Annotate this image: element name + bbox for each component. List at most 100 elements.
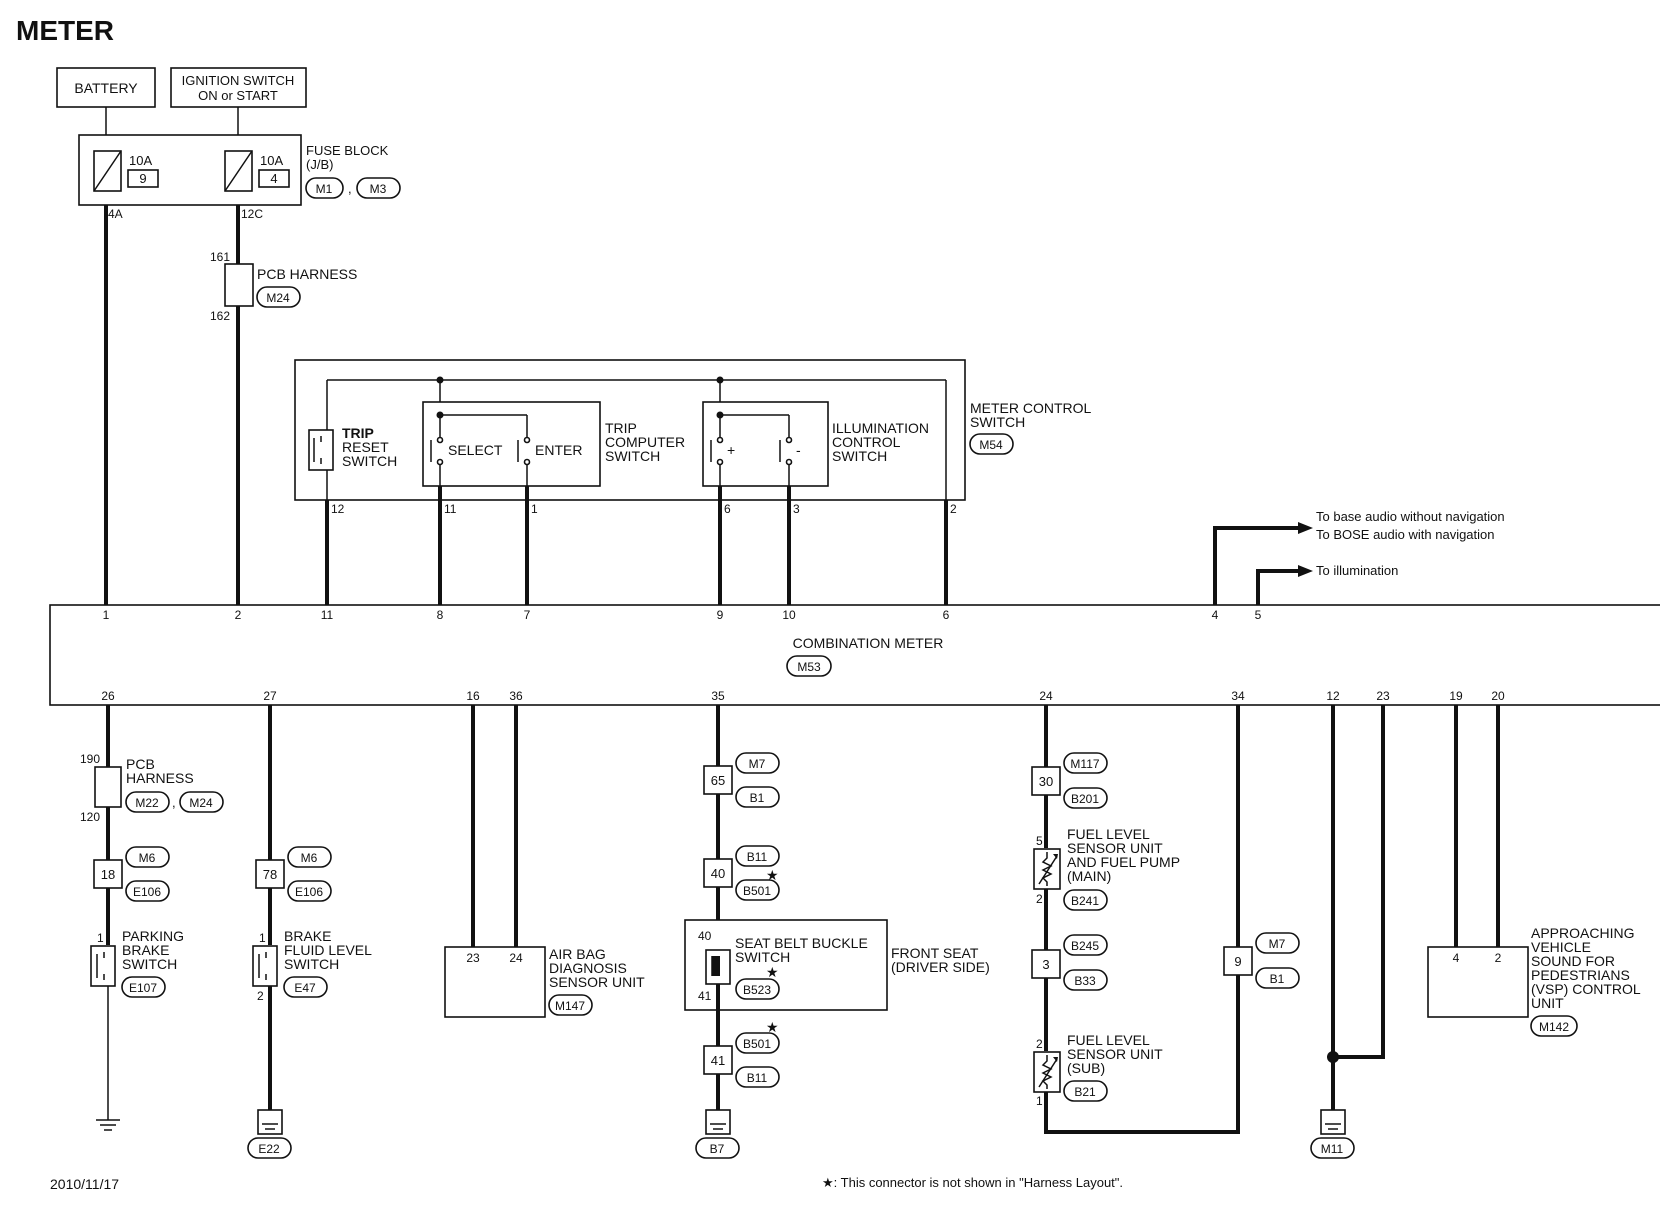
trip-reset-label-2: RESET xyxy=(342,439,389,455)
connector-40-tag-bottom: B501 xyxy=(743,884,771,898)
audio-output-arrow: To base audio without navigation To BOSE… xyxy=(1213,509,1505,605)
fuel-level-sensor-sub: 2 1 FUEL LEVEL SENSOR UNIT (SUB) B21 xyxy=(1033,1032,1163,1108)
pcb-bottom-pin-b: 120 xyxy=(80,810,100,824)
fuel-main-label-4: (MAIN) xyxy=(1067,868,1111,884)
brake-fluid-label-2: FLUID LEVEL xyxy=(284,942,372,958)
body-ground-icon xyxy=(96,1119,120,1131)
vsp-label-6: UNIT xyxy=(1531,995,1564,1011)
vsp-label-2: VEHICLE xyxy=(1531,939,1591,955)
connector-tag-m147: M147 xyxy=(555,999,585,1013)
vsp-label-4: PEDESTRIANS xyxy=(1531,967,1630,983)
airbag-pin-24: 24 xyxy=(509,951,523,965)
connector-3-tag-top: B245 xyxy=(1071,939,1099,953)
parking-brake-pin: 1 xyxy=(97,931,104,945)
fuel-sub-label-1: FUEL LEVEL xyxy=(1067,1032,1150,1048)
ignition-switch-box: IGNITION SWITCH ON or START xyxy=(170,67,307,108)
pcb-bottom-label-2: HARNESS xyxy=(126,770,194,786)
connector-78-pin: 78 xyxy=(263,867,277,882)
meter-pin-23: 23 xyxy=(1376,689,1390,703)
connector-9-pin: 9 xyxy=(1234,954,1241,969)
seatbelt-pin-40: 40 xyxy=(698,929,712,943)
vsp-pin-2: 2 xyxy=(1495,951,1502,965)
battery-label: BATTERY xyxy=(74,80,138,96)
front-seat-driver-side: 40 41 SEAT BELT BUCKLE SWITCH ★ B523 FRO… xyxy=(684,919,990,1011)
mcs-pin-1: 1 xyxy=(531,502,538,516)
seatbelt-pin-41: 41 xyxy=(698,989,712,1003)
mcs-pin-2: 2 xyxy=(950,502,957,516)
meter-pin-27: 27 xyxy=(263,689,277,703)
airbag-diagnosis-sensor-unit: 23 24 AIR BAG DIAGNOSIS SENSOR UNIT M147 xyxy=(444,946,645,1018)
connector-40: 40 B11 ★ B501 xyxy=(703,845,780,901)
meter-pin-1: 1 xyxy=(103,608,110,622)
meter-pin-12: 12 xyxy=(1326,689,1340,703)
ground-m11-tag: M11 xyxy=(1321,1142,1344,1156)
illumination-output-arrow: To illumination xyxy=(1256,563,1398,605)
meter-pin-24: 24 xyxy=(1039,689,1053,703)
pcb-bottom-label-1: PCB xyxy=(126,756,155,772)
parking-brake-label-1: PARKING xyxy=(122,928,184,944)
pcb-harness-bottom: 190 120 PCB HARNESS M22 , M24 xyxy=(80,752,224,824)
connector-41-pin: 41 xyxy=(711,1053,725,1068)
mcs-pin-6: 6 xyxy=(724,502,731,516)
front-seat-label-2: (DRIVER SIDE) xyxy=(891,959,990,975)
plus-label: + xyxy=(727,442,735,458)
vsp-control-unit: 4 2 APPROACHING VEHICLE SOUND FOR PEDEST… xyxy=(1427,925,1641,1037)
page-title: METER xyxy=(16,15,114,46)
connector-78-tag-bottom: E106 xyxy=(295,885,323,899)
seatbelt-label-1: SEAT BELT BUCKLE xyxy=(735,935,868,951)
fuse-block-jb-label: (J/B) xyxy=(306,157,333,172)
pcb-harness-top-label: PCB HARNESS xyxy=(257,266,357,282)
connector-65: 65 M7 B1 xyxy=(703,752,780,808)
vsp-label-1: APPROACHING xyxy=(1531,925,1634,941)
connector-78: 78 M6 E106 xyxy=(255,846,332,902)
combination-meter-label: COMBINATION METER xyxy=(793,635,944,651)
meter-pin-2: 2 xyxy=(235,608,242,622)
illumination-label-2: CONTROL xyxy=(832,434,901,450)
meter-pin-7: 7 xyxy=(524,608,531,622)
connector-41-star: ★ xyxy=(766,1019,779,1035)
meter-control-label-2: SWITCH xyxy=(970,414,1025,430)
seatbelt-star: ★ xyxy=(766,964,779,980)
meter-pin-35: 35 xyxy=(711,689,725,703)
fuse2-amp: 10A xyxy=(260,153,283,168)
fuel-main-label-2: SENSOR UNIT xyxy=(1067,840,1163,856)
connector-65-pin: 65 xyxy=(711,773,725,788)
connector-tag-m24-top: M24 xyxy=(266,291,290,305)
connector-65-tag-bottom: B1 xyxy=(750,791,765,805)
connector-tag-e47: E47 xyxy=(294,981,316,995)
meter-pin-26: 26 xyxy=(101,689,115,703)
meter-control-switch: TRIP RESET SWITCH SELECT ENTER TRIP COMP… xyxy=(294,359,1092,516)
battery-box: BATTERY xyxy=(56,67,156,108)
connector-tag-b21: B21 xyxy=(1074,1085,1096,1099)
meter-pin-20: 20 xyxy=(1491,689,1505,703)
trip-computer-label-1: TRIP xyxy=(605,420,637,436)
mcs-pin-12: 12 xyxy=(331,502,345,516)
parking-brake-switch: 1 PARKING BRAKE SWITCH E107 xyxy=(90,928,184,998)
illumination-label-1: ILLUMINATION xyxy=(832,420,929,436)
connector-18: 18 M6 E106 xyxy=(93,846,170,902)
combination-meter: COMBINATION METER M53 1 2 11 8 7 9 10 6 … xyxy=(49,604,1660,706)
connector-tag-m54: M54 xyxy=(979,438,1003,452)
fuel-sub-label-3: (SUB) xyxy=(1067,1060,1105,1076)
mcs-pin-11: 11 xyxy=(444,502,457,516)
connector-3: 3 B245 B33 xyxy=(1031,934,1108,991)
fuse-conn-comma: , xyxy=(348,181,352,196)
connector-40-pin: 40 xyxy=(711,866,725,881)
fuse1-terminal: 4A xyxy=(108,207,123,221)
meter-pin-19: 19 xyxy=(1449,689,1463,703)
connector-footnote: ★: This connector is not shown in "Harne… xyxy=(822,1175,1123,1190)
connector-tag-b523: B523 xyxy=(743,983,771,997)
fuse2-number: 4 xyxy=(270,171,277,186)
fuse1-amp: 10A xyxy=(129,153,152,168)
connector-9-tag-bottom: B1 xyxy=(1270,972,1285,986)
fuse-block: 10A 9 10A 4 FUSE BLOCK (J/B) M1 , M3 xyxy=(78,134,401,206)
pcb-harness-top: 161 162 PCB HARNESS M24 xyxy=(210,250,357,323)
brake-fluid-label-3: SWITCH xyxy=(284,956,339,972)
pcb-bottom-comma: , xyxy=(172,795,176,810)
pcb-top-pin-b: 162 xyxy=(210,309,230,323)
illumination-label-3: SWITCH xyxy=(832,448,887,464)
meter-pin-16: 16 xyxy=(466,689,480,703)
connector-tag-m3: M3 xyxy=(370,182,387,196)
airbag-pin-23: 23 xyxy=(466,951,480,965)
